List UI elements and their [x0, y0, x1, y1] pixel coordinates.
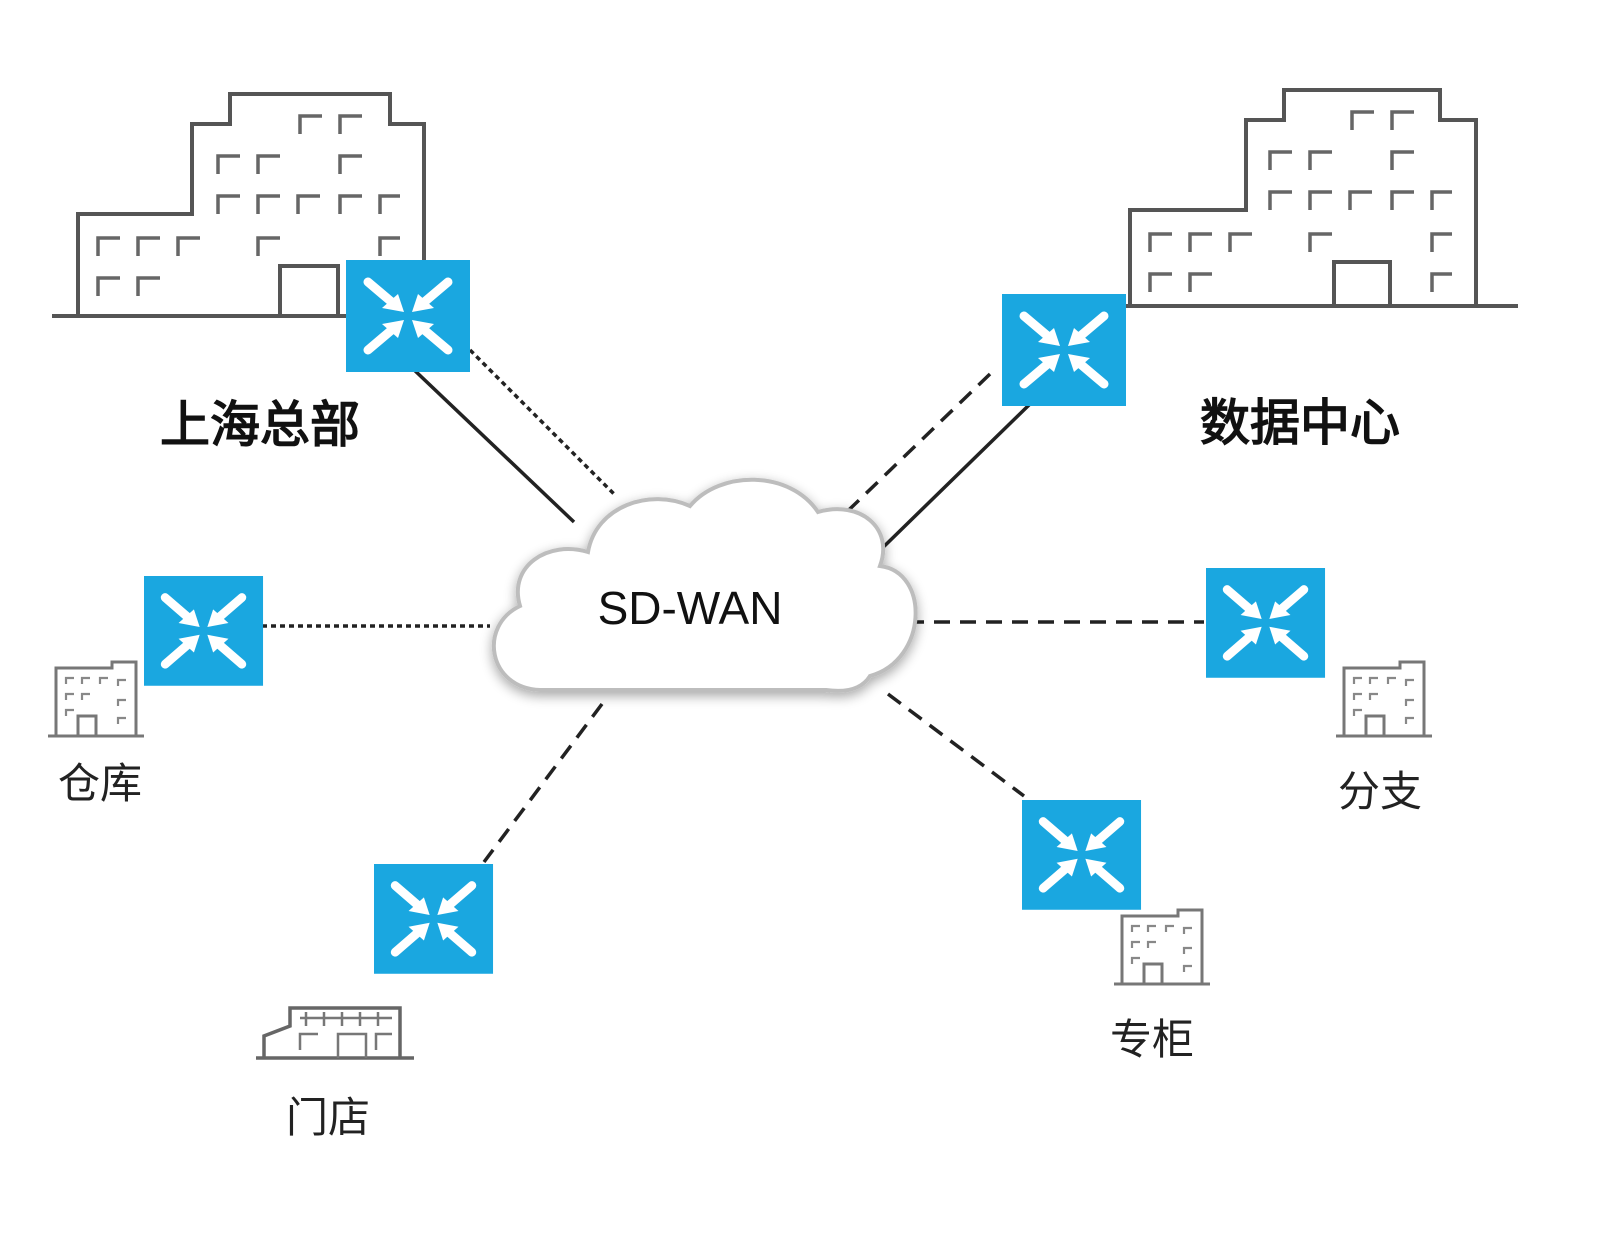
hq-building-icon: [52, 92, 426, 318]
store-link: [482, 702, 604, 864]
warehouse-router-icon: [144, 576, 263, 686]
counter-router-icon: [1022, 800, 1141, 910]
dc-label: 数据中心: [1200, 394, 1400, 452]
store-building-icon: [256, 1006, 414, 1060]
dc-link-solid: [866, 402, 1032, 564]
hq-link-dotted: [468, 348, 618, 498]
dc-link-dashed: [826, 372, 992, 532]
dc-building-icon: [1120, 88, 1518, 308]
hub-label: SD-WAN: [598, 582, 783, 634]
links: [262, 348, 1204, 864]
hq-router-icon: [346, 260, 470, 372]
warehouse-label: 仓库: [58, 759, 142, 808]
hq-link-solid: [408, 364, 576, 524]
store-router-icon: [374, 864, 493, 974]
counter-label: 专柜: [1110, 1015, 1194, 1064]
branch-building-icon: [1334, 660, 1434, 738]
counter-link: [886, 692, 1026, 798]
branch-label: 分支: [1338, 767, 1422, 816]
branch-router-icon: [1206, 568, 1325, 678]
dc-router-icon: [1002, 294, 1126, 406]
warehouse-building-icon: [46, 660, 146, 738]
hq-label: 上海总部: [160, 396, 360, 454]
counter-building-icon: [1112, 908, 1212, 986]
store-label: 门店: [286, 1093, 370, 1142]
cloud-icon: [492, 477, 918, 693]
